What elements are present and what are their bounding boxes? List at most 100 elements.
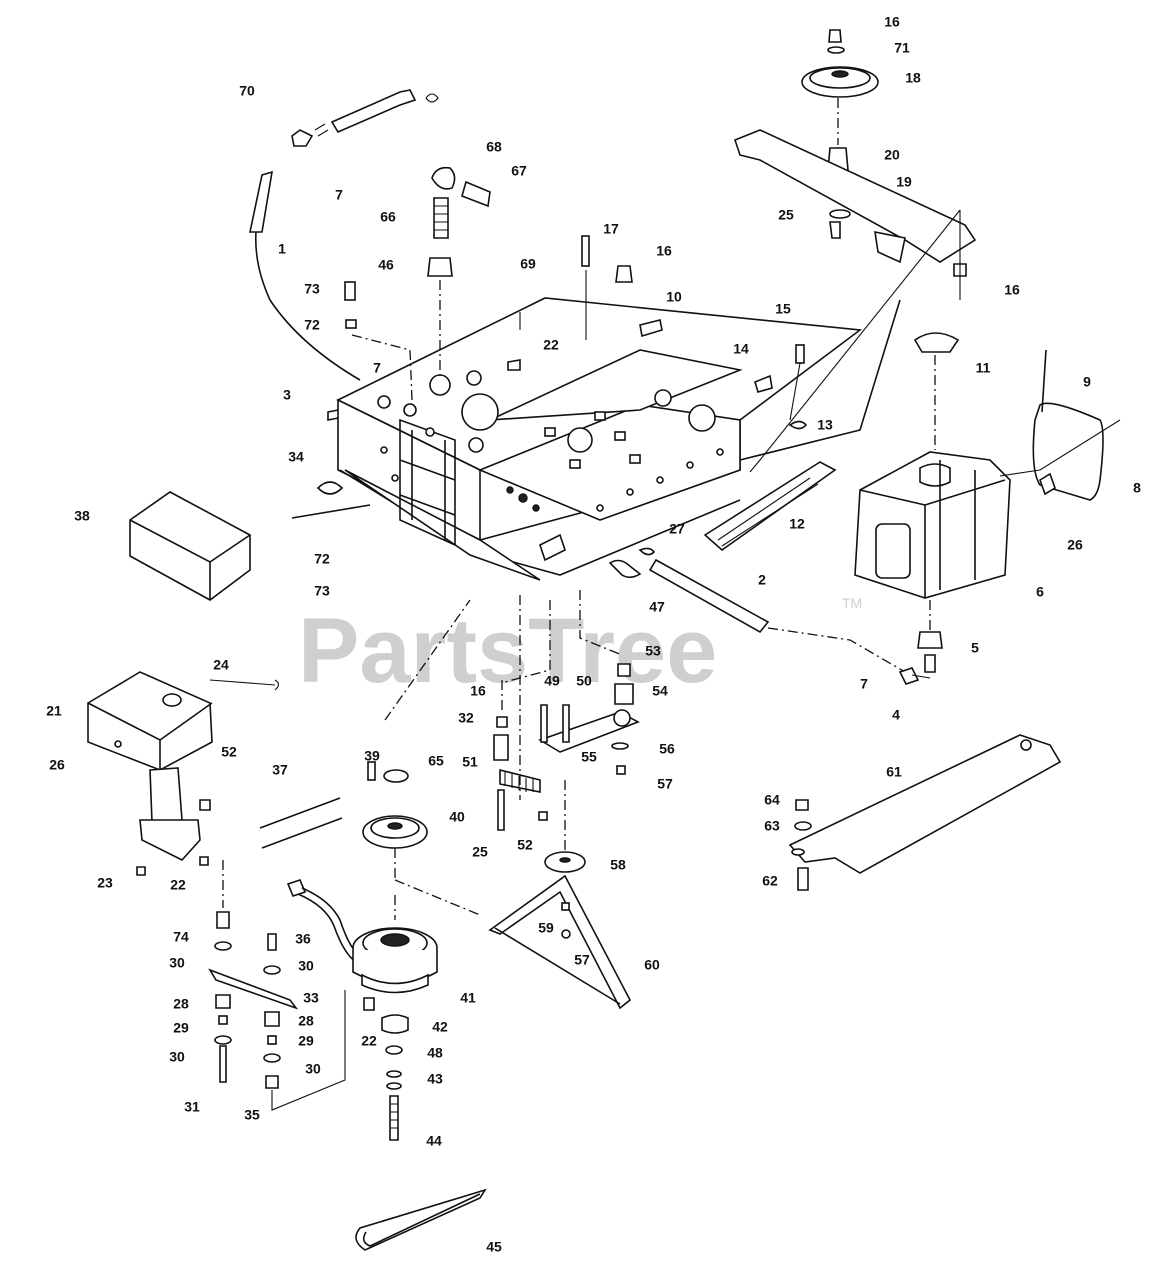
callout-c48: 48 [427,1045,443,1061]
seat-bracket-assembly [87,671,343,876]
callout-c53: 53 [645,643,661,659]
callout-c35: 35 [244,1107,260,1123]
side-plate [703,420,837,552]
callout-c13: 13 [817,417,833,433]
idler-pulley-and-belt [488,780,632,1010]
callout-c33: 33 [303,990,319,1006]
callout-labels: 7071686766467372171669102273141516711820… [46,14,1141,1255]
idler-arm-assembly [493,590,640,831]
watermark-trademark: TM [842,595,862,611]
callout-c31: 31 [184,1099,200,1115]
callout-c16d: 16 [470,683,486,699]
callout-c17: 17 [603,221,619,237]
callout-c49: 49 [544,673,560,689]
callout-c43: 43 [427,1071,443,1087]
callout-c72b: 72 [314,551,330,567]
callout-c65: 65 [428,753,444,769]
callout-c37: 37 [272,762,288,778]
callout-c45: 45 [486,1239,502,1255]
callout-c69: 69 [520,256,536,272]
callout-c26a: 26 [1067,537,1083,553]
lower-left-hardware [208,860,346,1111]
callout-c64: 64 [764,792,780,808]
callout-c10: 10 [666,289,682,305]
callout-c52b: 52 [517,837,533,853]
callout-c39: 39 [364,748,380,764]
cover-38 [129,491,251,601]
callout-c73b: 73 [314,583,330,599]
callout-c25b: 25 [472,844,488,860]
callout-c23: 23 [97,875,113,891]
callout-c9: 9 [1083,374,1091,390]
callout-c1: 1 [278,241,286,257]
callout-c26b: 26 [49,757,65,773]
callout-c12: 12 [789,516,805,532]
callout-c29a: 29 [173,1020,189,1036]
callout-c28a: 28 [173,996,189,1012]
idler-bracket-assembly [734,29,977,473]
callout-c30d: 30 [305,1061,321,1077]
callout-c72a: 72 [304,317,320,333]
fitting-assembly [427,166,491,380]
callout-c63: 63 [764,818,780,834]
callout-c4: 4 [892,707,900,723]
callout-c15: 15 [775,301,791,317]
callout-c46: 46 [378,257,394,273]
callout-c11: 11 [976,360,991,376]
callout-c7b: 7 [373,360,381,376]
callout-c28b: 28 [298,1013,314,1029]
callout-c66: 66 [380,209,396,225]
callout-c22b: 22 [170,877,186,893]
callout-c56: 56 [659,741,675,757]
callout-c38: 38 [74,508,90,524]
callout-c5: 5 [971,640,979,656]
frame-hardware [291,235,805,519]
callout-c6: 6 [1036,584,1044,600]
callout-c30b: 30 [298,958,314,974]
callout-c16c: 16 [1004,282,1020,298]
callout-c22c: 22 [361,1033,377,1049]
callout-c67: 67 [511,163,527,179]
callout-c51: 51 [462,754,478,770]
drive-belt-45 [355,1188,487,1251]
callout-c22a: 22 [543,337,559,353]
callout-c34: 34 [288,449,304,465]
callout-c55: 55 [581,749,597,765]
callout-c58: 58 [610,857,626,873]
drive-pulley [362,599,471,880]
callout-c68: 68 [486,139,502,155]
callout-c16a: 16 [656,243,672,259]
callout-c8: 8 [1133,480,1141,496]
callout-c40: 40 [449,809,465,825]
callout-c36: 36 [295,931,311,947]
callout-c2: 2 [758,572,766,588]
callout-c32: 32 [458,710,474,726]
callout-c71: 71 [894,40,910,56]
callout-c54: 54 [652,683,668,699]
callout-c52a: 52 [221,744,237,760]
callout-c27: 27 [669,521,685,537]
callout-c70: 70 [239,83,255,99]
callout-c44: 44 [426,1133,442,1149]
callout-c29b: 29 [298,1033,314,1049]
callout-c20: 20 [884,147,900,163]
callout-c60: 60 [644,957,660,973]
callout-c61: 61 [886,764,902,780]
shaft-assembly [608,547,931,685]
callout-c19: 19 [896,174,912,190]
callout-c57a: 57 [657,776,673,792]
callout-c41: 41 [460,990,476,1006]
callout-c30a: 30 [169,955,185,971]
callout-c74: 74 [173,929,189,945]
callout-c7a: 7 [335,187,343,203]
callout-c30c: 30 [169,1049,185,1065]
callout-c59: 59 [538,920,554,936]
fuel-line-assembly [249,89,439,381]
electric-clutch-assembly [286,879,481,1141]
callout-c14: 14 [733,341,749,357]
callout-c16b: 16 [884,14,900,30]
callout-c47: 47 [649,599,665,615]
callout-c57b: 57 [574,952,590,968]
